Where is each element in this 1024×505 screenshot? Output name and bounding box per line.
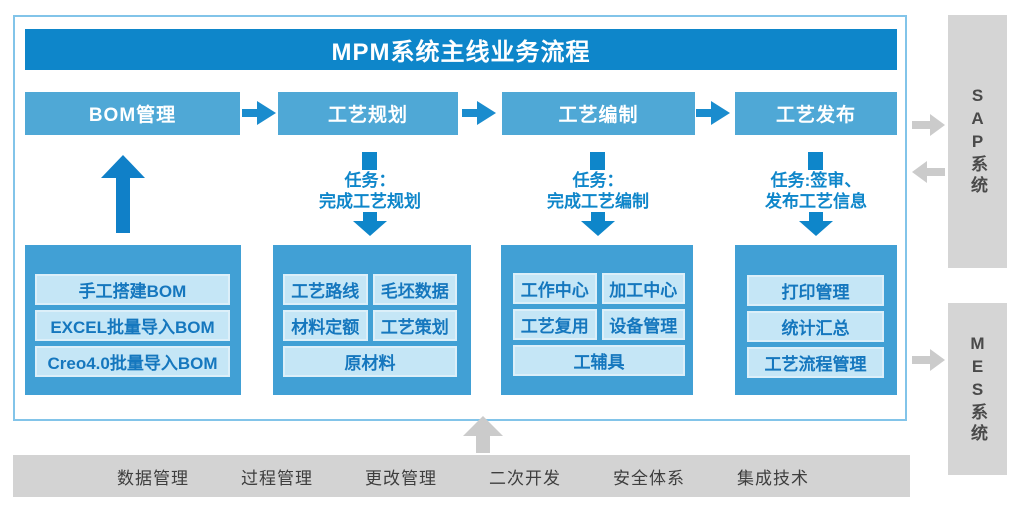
flow-right-arrow-icon	[696, 101, 730, 125]
list-item: EXCEL批量导入BOM	[35, 310, 230, 341]
task-compilation-text: 任务： 完成工艺编制	[513, 170, 683, 212]
stage-label: BOM管理	[88, 105, 177, 126]
list-item: Creo4.0批量导入BOM	[35, 346, 230, 377]
list-item: 工艺流程管理	[747, 347, 884, 378]
list-item: 毛坯数据	[372, 274, 457, 305]
list-item: 手工搭建BOM	[35, 274, 230, 305]
list-item: 打印管理	[747, 275, 884, 306]
mes-system-box: MES系统	[948, 303, 1007, 475]
stage-process-release: 工艺发布	[735, 92, 897, 135]
to-sap-arrow-icon	[912, 114, 945, 136]
task-line1: 任务：	[344, 171, 396, 190]
task-down-arrow-icon	[581, 212, 615, 236]
list-item: 原材料	[283, 346, 457, 377]
list-item: 工艺路线	[283, 274, 368, 305]
foundation-bar: 数据管理 过程管理 更改管理 二次开发 安全体系 集成技术	[13, 455, 910, 497]
foundation-item: 安全体系	[613, 468, 685, 488]
sap-system-box: SAP系统	[948, 15, 1007, 268]
foundation-item: 数据管理	[117, 468, 189, 488]
stage-bom-management: BOM管理	[25, 92, 240, 135]
stage-process-planning: 工艺规划	[278, 92, 458, 135]
task-down-arrow-icon	[799, 212, 833, 236]
to-mes-arrow-icon	[912, 349, 945, 371]
from-sap-arrow-icon	[912, 161, 945, 183]
foundation-item: 过程管理	[241, 468, 313, 488]
task-line1: 任务:签审、	[770, 171, 862, 190]
list-item: 统计汇总	[747, 311, 884, 342]
stage-label: 工艺规划	[327, 105, 408, 126]
list-item: 工艺复用	[513, 309, 597, 340]
list-item: 加工中心	[601, 273, 685, 304]
task-line2: 完成工艺规划	[319, 192, 421, 211]
task-line2: 发布工艺信息	[765, 192, 867, 211]
list-item: 工作中心	[513, 273, 597, 304]
bom-up-arrow-icon	[101, 155, 145, 233]
flow-right-arrow-icon	[462, 101, 496, 125]
foundation-item: 更改管理	[365, 468, 437, 488]
foundation-item: 集成技术	[737, 468, 809, 488]
stage-label: 工艺发布	[775, 105, 856, 126]
foundation-up-arrow-icon	[463, 416, 503, 453]
title-bar: MPM系统主线业务流程	[25, 29, 897, 70]
task-planning-text: 任务： 完成工艺规划	[285, 170, 455, 212]
task-arrow-shaft	[362, 152, 377, 170]
list-item: 工辅具	[513, 345, 685, 376]
flow-right-arrow-icon	[242, 101, 276, 125]
task-down-arrow-icon	[353, 212, 387, 236]
group-release-items: 打印管理 统计汇总 工艺流程管理	[735, 245, 897, 395]
stage-process-compilation: 工艺编制	[502, 92, 695, 135]
group-compilation-items: 工作中心 加工中心 工艺复用 设备管理 工辅具	[501, 245, 693, 395]
page-title: MPM系统主线业务流程	[331, 39, 591, 66]
task-line1: 任务：	[572, 171, 624, 190]
foundation-item: 二次开发	[489, 468, 561, 488]
list-item: 工艺策划	[372, 310, 457, 341]
list-item: 材料定额	[283, 310, 368, 341]
task-line2: 完成工艺编制	[547, 192, 649, 211]
task-arrow-shaft	[590, 152, 605, 170]
stage-label: 工艺编制	[558, 105, 639, 126]
sap-system-label: SAP系统	[968, 86, 987, 197]
mes-system-label: MES系统	[968, 333, 987, 445]
group-bom-items: 手工搭建BOM EXCEL批量导入BOM Creo4.0批量导入BOM	[25, 245, 241, 395]
task-arrow-shaft	[808, 152, 823, 170]
task-release-text: 任务:签审、 发布工艺信息	[731, 170, 901, 212]
list-item: 设备管理	[601, 309, 685, 340]
group-planning-items: 工艺路线 毛坯数据 材料定额 工艺策划 原材料	[273, 245, 471, 395]
